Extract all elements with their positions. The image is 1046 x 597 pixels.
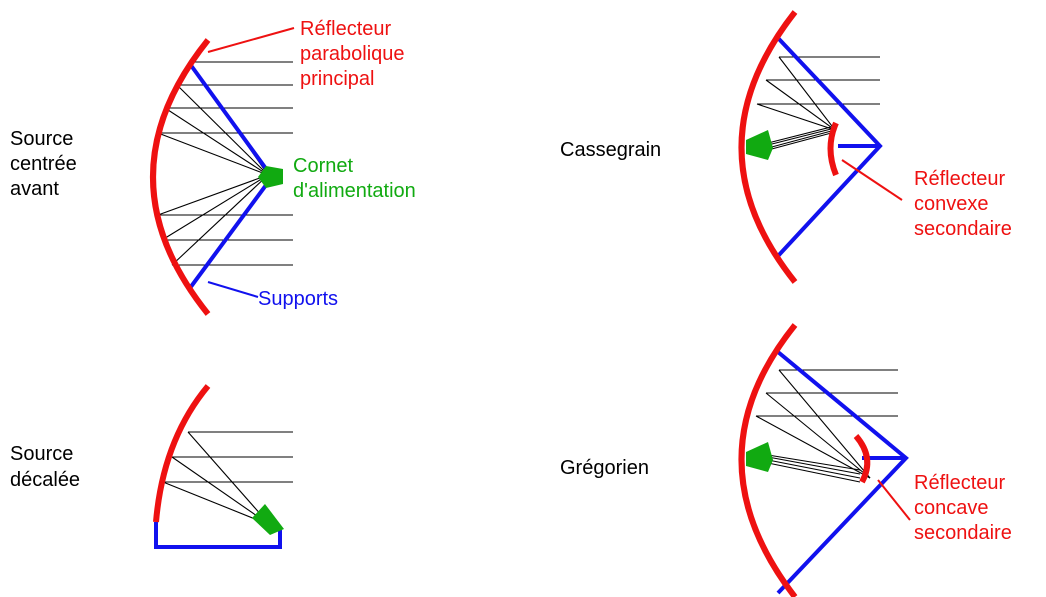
cassegrain-secondary-line2: convexe bbox=[914, 193, 989, 215]
gregorian-panel: Grégorien Réflecteur concave secondaire bbox=[560, 323, 1012, 597]
front-feed-reflector-line3: principal bbox=[300, 68, 374, 90]
front-feed-reflector-label: Réflecteur parabolique principal bbox=[300, 18, 410, 90]
cassegrain-horn bbox=[746, 130, 773, 160]
offset-feed-panel: Source décalée bbox=[10, 384, 293, 549]
offset-feed-support bbox=[154, 522, 282, 549]
offset-feed-title-line2: décalée bbox=[10, 469, 80, 491]
front-feed-horn-line2: d'alimentation bbox=[293, 180, 416, 202]
front-feed-horn bbox=[258, 166, 283, 188]
cassegrain-secondary-line1: Réflecteur bbox=[914, 168, 1005, 190]
front-feed-horn-label: Cornet d'alimentation bbox=[293, 155, 416, 202]
front-feed-title: Source centrée avant bbox=[10, 128, 82, 200]
front-feed-supports-label: Supports bbox=[258, 288, 338, 310]
cassegrain-secondary-line3: secondaire bbox=[914, 218, 1012, 240]
front-feed-reflector-line1: Réflecteur bbox=[300, 18, 391, 40]
gregorian-secondary-reflector bbox=[853, 434, 871, 484]
cassegrain-secondary-reflector bbox=[827, 121, 839, 177]
offset-feed-rays bbox=[162, 431, 293, 526]
front-feed-reflector-leader bbox=[207, 27, 295, 53]
cassegrain-title: Cassegrain bbox=[560, 139, 661, 161]
front-feed-horn-line1: Cornet bbox=[293, 155, 353, 177]
front-feed-title-line3: avant bbox=[10, 178, 59, 200]
gregorian-secondary-line2: concave bbox=[914, 497, 989, 519]
front-feed-reflector-line2: parabolique bbox=[300, 43, 405, 65]
offset-feed-reflector bbox=[153, 384, 211, 523]
front-feed-title-line2: centrée bbox=[10, 153, 77, 175]
gregorian-secondary-leader bbox=[877, 479, 911, 521]
front-feed-supports-leader bbox=[207, 281, 259, 298]
gregorian-secondary-line1: Réflecteur bbox=[914, 472, 1005, 494]
gregorian-supports bbox=[776, 350, 909, 595]
gregorian-rays bbox=[755, 369, 898, 483]
cassegrain-panel: Cassegrain Réflecteur convexe secondaire bbox=[560, 10, 1012, 284]
cassegrain-secondary-leader bbox=[841, 159, 903, 201]
front-feed-rays bbox=[157, 61, 293, 266]
gregorian-main-reflector bbox=[738, 323, 798, 597]
cassegrain-rays bbox=[756, 56, 880, 151]
cassegrain-main-reflector bbox=[738, 10, 798, 284]
gregorian-title: Grégorien bbox=[560, 457, 649, 479]
gregorian-secondary-line3: secondaire bbox=[914, 522, 1012, 544]
gregorian-horn bbox=[746, 442, 773, 472]
cassegrain-secondary-label: Réflecteur convexe secondaire bbox=[914, 168, 1012, 240]
gregorian-secondary-label: Réflecteur concave secondaire bbox=[914, 472, 1012, 544]
front-feed-panel: Source centrée avant Réflecteur paraboli… bbox=[10, 18, 416, 316]
offset-feed-title-line1: Source bbox=[10, 443, 73, 465]
front-feed-title-line1: Source bbox=[10, 128, 73, 150]
front-feed-main-reflector bbox=[150, 38, 211, 316]
offset-feed-title: Source décalée bbox=[10, 443, 80, 491]
offset-feed-horn bbox=[252, 504, 284, 535]
